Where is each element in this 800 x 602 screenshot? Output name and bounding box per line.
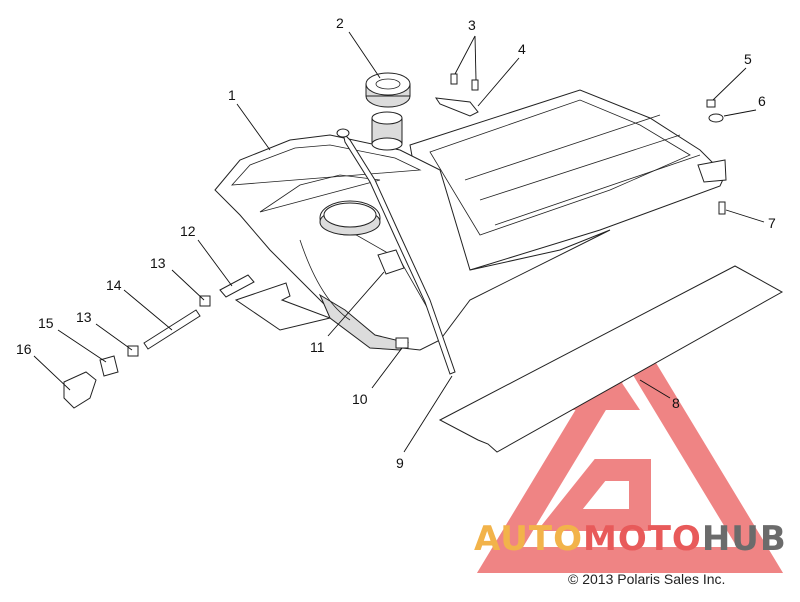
connector-15 (99, 355, 119, 377)
mount-bracket (434, 97, 479, 117)
svg-text:AUTOMOTOHUB: AUTOMOTOHUB (474, 519, 787, 559)
clamp-13b (127, 345, 139, 357)
watermark-text: AUTOMOTOHUB (474, 519, 787, 559)
callout-7: 7 (768, 215, 776, 231)
callout-10: 10 (352, 391, 368, 407)
callout-5: 5 (744, 51, 752, 67)
callout-9: 9 (396, 455, 404, 471)
washer (708, 113, 724, 123)
callout-15: 15 (38, 315, 54, 331)
callout-6: 6 (758, 93, 766, 109)
callout-12: 12 (180, 223, 196, 239)
watermark-hub: HUB (702, 519, 787, 559)
vent-line (342, 131, 456, 375)
callout-16: 16 (16, 341, 32, 357)
callout-8: 8 (672, 395, 680, 411)
fuel-cap (365, 72, 411, 108)
hose-12 (219, 274, 255, 298)
fuel-fitting (377, 249, 405, 275)
rear-bolt (718, 201, 726, 215)
callout-1: 1 (228, 87, 236, 103)
watermark-auto: AUTO (474, 519, 583, 559)
elbow-16 (63, 371, 97, 409)
leader-lines (33, 31, 765, 453)
hose-assembly (63, 274, 255, 409)
tank-mount-pad (234, 282, 332, 331)
fuel-sender-cap (319, 200, 381, 236)
watermark-moto: MOTO (583, 519, 702, 559)
rear-bracket (697, 159, 727, 183)
clamp-13a (199, 295, 211, 307)
bolts (450, 73, 479, 91)
callout-4: 4 (518, 41, 526, 57)
filler-neck (371, 111, 403, 151)
callout-11: 11 (310, 339, 325, 355)
callout-13b: 13 (76, 309, 92, 325)
callout-2: 2 (336, 15, 344, 31)
heat-shield-pad (438, 265, 784, 453)
copyright-text: © 2013 Polaris Sales Inc. (568, 571, 725, 587)
rear-body (409, 89, 727, 271)
callout-13a: 13 (150, 255, 166, 271)
callout-labels: 1 2 3 4 5 6 7 8 9 10 11 12 13 13 14 15 1… (16, 15, 776, 471)
callout-3: 3 (468, 17, 476, 33)
callout-14: 14 (106, 277, 122, 293)
drain-fitting (395, 337, 409, 349)
nut (706, 99, 716, 108)
